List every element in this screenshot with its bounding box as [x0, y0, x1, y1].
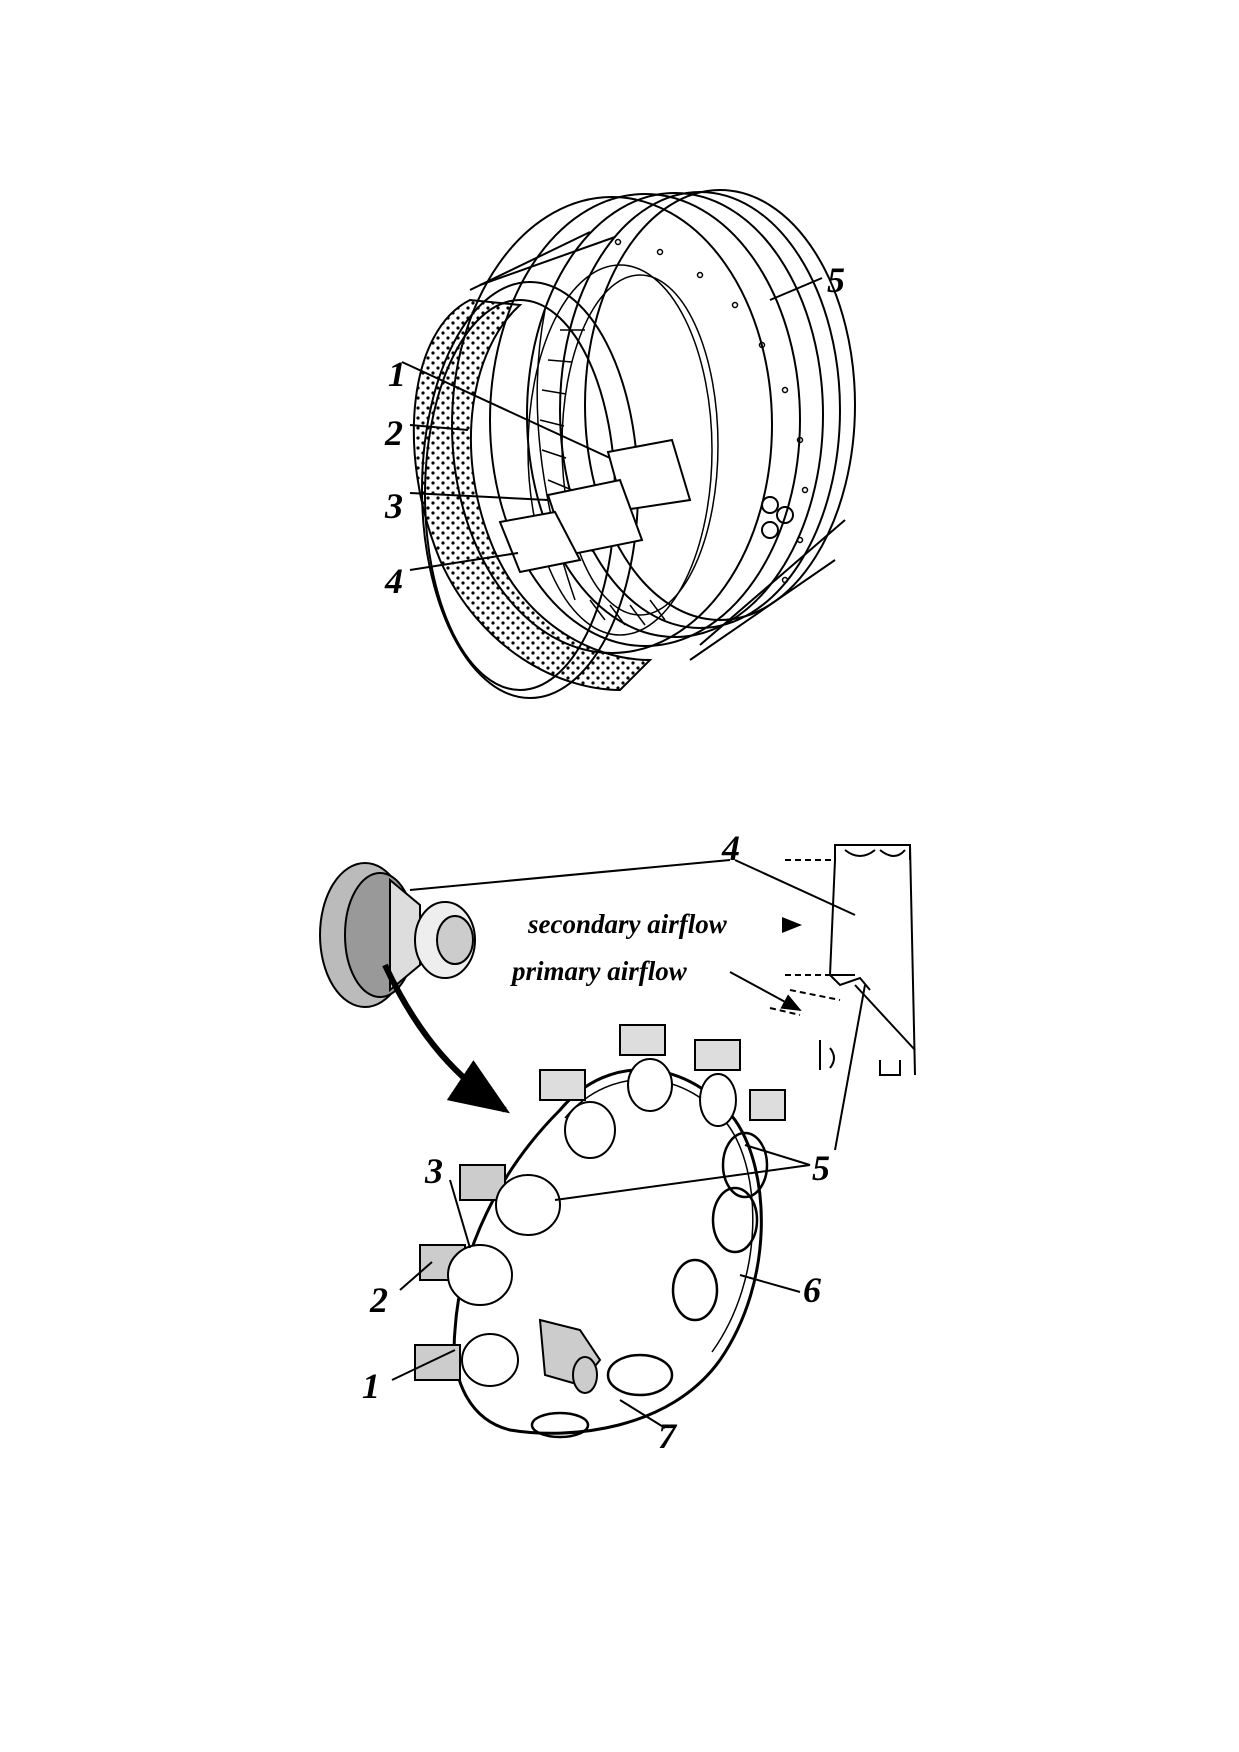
leader-top-4 — [409, 552, 519, 571]
ring-ports — [530, 1131, 769, 1439]
leader-bottom-2 — [399, 1261, 433, 1291]
leader-bottom-4b — [734, 859, 856, 916]
secondary-airflow-label: secondary airflow — [528, 909, 727, 939]
curved-arrow — [382, 963, 510, 1114]
leader-top-3 — [409, 492, 549, 501]
section-view — [769, 844, 916, 1076]
burner-ring-assembly — [414, 1024, 786, 1439]
label-top-3: 3 — [385, 486, 403, 526]
label-bottom-3: 3 — [425, 1151, 443, 1191]
leader-top-5 — [769, 277, 823, 301]
label-top-5: 5 — [827, 260, 845, 300]
label-bottom-2: 2 — [370, 1280, 388, 1320]
label-bottom-4: 4 — [722, 828, 740, 868]
swirler-grids — [447, 1058, 737, 1387]
bottom-leader-lines — [391, 859, 866, 1429]
primary-airflow-label: primary airflow — [512, 956, 687, 986]
label-bottom-6: 6 — [803, 1270, 821, 1310]
label-top-4: 4 — [385, 561, 403, 601]
burner-units — [414, 1024, 786, 1381]
mounting-lug — [761, 496, 794, 539]
liner-tiles — [498, 438, 692, 574]
leader-bottom-5c — [834, 984, 866, 1151]
label-bottom-7: 7 — [658, 1416, 676, 1456]
leader-bottom-5a — [554, 1164, 811, 1201]
primary-airflow-arrow — [729, 971, 802, 1011]
leader-bottom-4a — [409, 859, 731, 891]
leader-bottom-3 — [449, 1179, 471, 1249]
top-leader-lines — [401, 277, 823, 571]
igniter-plug — [538, 1318, 602, 1394]
leader-bottom-1 — [391, 1349, 456, 1381]
label-bottom-1: 1 — [362, 1366, 380, 1406]
leader-top-1 — [401, 361, 611, 459]
combustor-liner-drawing — [412, 189, 856, 699]
tile-4 — [498, 510, 582, 574]
label-bottom-5: 5 — [812, 1148, 830, 1188]
flange-bolt-holes — [614, 238, 809, 584]
leader-bottom-5b — [744, 1144, 811, 1166]
label-top-2: 2 — [385, 413, 403, 453]
leader-top-2 — [409, 424, 469, 431]
leader-bottom-6 — [739, 1274, 801, 1293]
engine-sketch — [319, 862, 476, 1008]
leader-bottom-7 — [619, 1399, 666, 1429]
label-top-1: 1 — [388, 354, 406, 394]
